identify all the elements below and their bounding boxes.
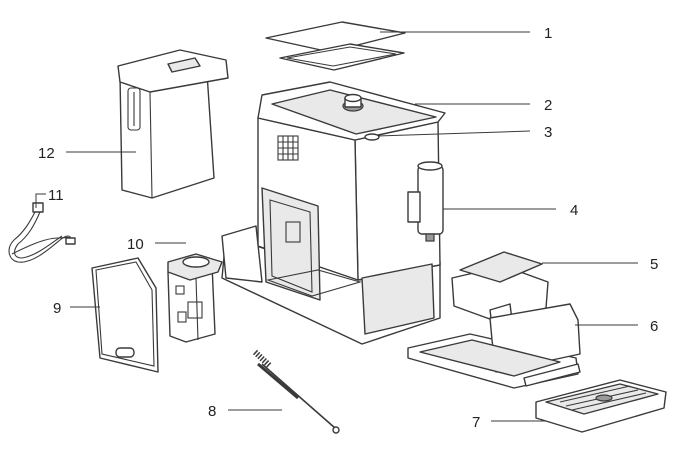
part-8-cleaning-brush	[252, 349, 340, 434]
vent-grille	[277, 135, 299, 161]
callout-8: 8	[208, 403, 216, 420]
machine-body	[221, 81, 446, 345]
callout-11: 11	[48, 187, 64, 204]
callout-7: 7	[472, 414, 480, 431]
callout-3: 3	[544, 124, 552, 141]
callout-labels: 1 2 3 4 5 6 7 8 9 10 11 12	[38, 25, 658, 431]
callout-4: 4	[570, 202, 578, 219]
callout-12: 12	[38, 145, 55, 162]
part-4-dispenser	[407, 161, 444, 242]
callout-6: 6	[650, 318, 658, 335]
part-7-drip-grid	[535, 379, 667, 433]
part-10-brew-unit	[167, 253, 223, 343]
callout-9: 9	[53, 300, 61, 317]
leader-3	[377, 130, 531, 137]
callout-5: 5	[650, 256, 658, 273]
part-5-grounds-container	[451, 251, 549, 327]
part-12-water-tank	[117, 49, 229, 199]
callout-10: 10	[127, 236, 144, 253]
part-6-drip-tray	[407, 303, 581, 389]
leader-lines	[35, 31, 638, 422]
part-11-power-cord	[8, 202, 76, 263]
part-9-service-door	[91, 257, 159, 373]
callout-2: 2	[544, 97, 552, 114]
callout-1: 1	[544, 25, 552, 42]
leader-11	[35, 193, 46, 208]
part-1-lid	[265, 21, 406, 71]
